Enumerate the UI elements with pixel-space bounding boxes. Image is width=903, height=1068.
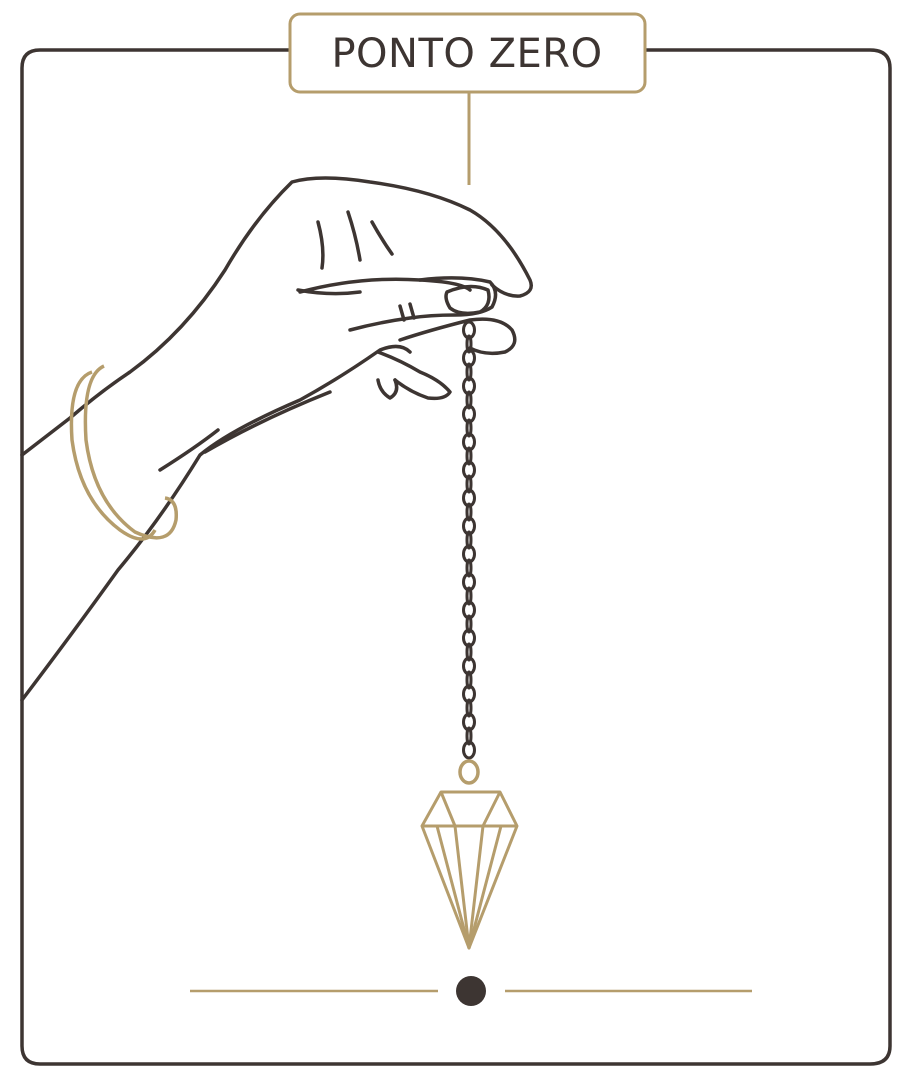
pendulum-bail [460, 761, 478, 783]
hand-holding-chain-icon [22, 178, 531, 700]
crystal-pendulum-icon [422, 792, 517, 948]
zero-baseline [190, 976, 752, 1006]
zero-point-label: PONTO ZERO [290, 14, 645, 92]
chain-icon [464, 322, 475, 758]
label-text: PONTO ZERO [331, 31, 602, 77]
center-point-icon [456, 976, 486, 1006]
